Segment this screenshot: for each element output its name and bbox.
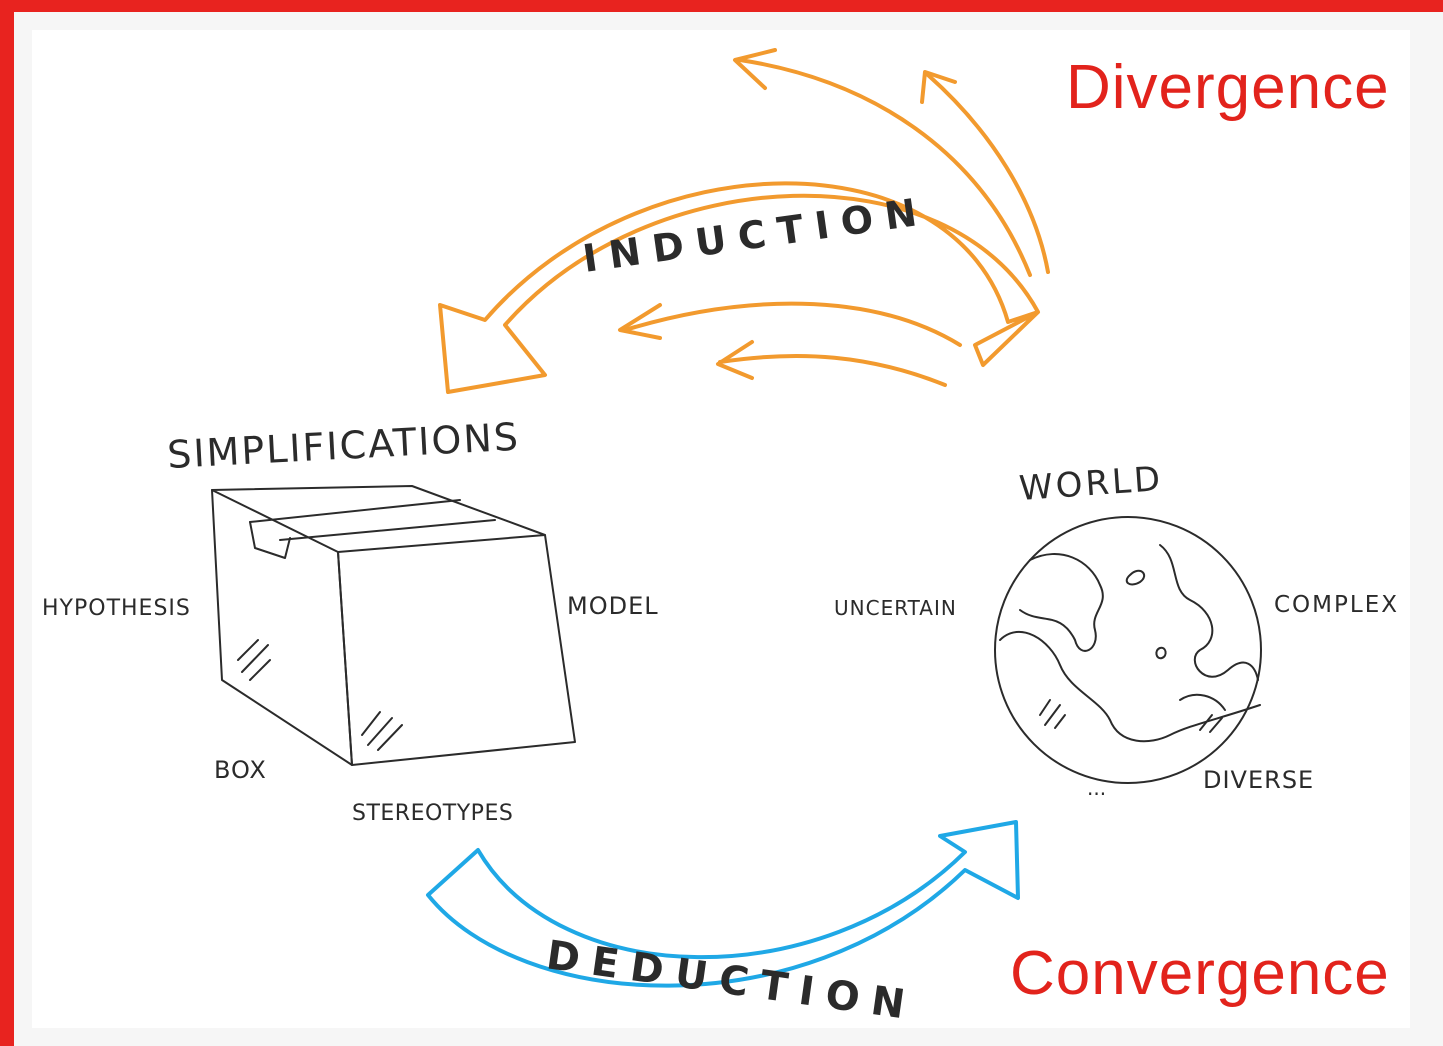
induction-thin-arrow-1	[618, 301, 962, 347]
deduction-arrow	[426, 820, 1020, 988]
divergence-arrow-1	[733, 48, 1032, 277]
canvas-background	[32, 30, 1410, 1028]
induction-thin-arrow-2	[716, 340, 947, 387]
convergence-label: Convergence	[1010, 939, 1390, 1008]
divergence-label: Divergence	[1066, 53, 1390, 122]
stereotypes-label: STEREOTYPES	[352, 801, 513, 826]
hypothesis-label: HYPOTHESIS	[42, 596, 191, 621]
ellipsis-label: ...	[1087, 776, 1106, 800]
uncertain-label: UNCERTAIN	[834, 596, 957, 620]
complex-label: COMPLEX	[1274, 592, 1399, 618]
globe-illustration	[994, 516, 1262, 784]
diverse-label: DIVERSE	[1203, 766, 1314, 794]
model-label: MODEL	[567, 592, 659, 620]
induction-arrow	[438, 181, 1040, 394]
box-illustration	[211, 485, 576, 766]
divergence-arrow-2	[920, 70, 1050, 274]
box-label: BOX	[214, 756, 267, 784]
